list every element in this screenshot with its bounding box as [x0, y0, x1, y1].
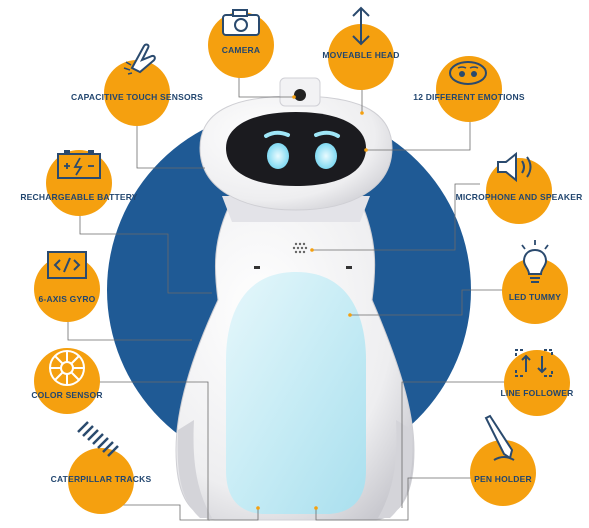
camera-label: CAMERA	[221, 45, 261, 55]
touch-hand-icon	[123, 43, 156, 75]
speaker-grille	[292, 242, 308, 254]
feature-battery: RECHARGEABLE BATTERY	[20, 150, 137, 216]
caterpillar-tracks-label: CATERPILLAR TRACKS	[50, 474, 152, 484]
color-wheel-icon	[49, 350, 85, 386]
moveable-head-label: MOVEABLE HEAD	[322, 50, 400, 60]
left-eye	[267, 143, 289, 169]
feature-caterpillar-tracks: CATERPILLAR TRACKS	[51, 421, 151, 514]
feature-microphone-speaker: MICROPHONE AND SPEAKER	[456, 151, 582, 224]
feature-line-follower: LINE FOLLOWER	[501, 349, 573, 416]
feature-touch-sensors: CAPACITIVE TOUCH SENSORS	[71, 43, 203, 126]
gyro-label: 6-AXIS GYRO	[38, 294, 96, 304]
up-down-arrow-icon	[352, 6, 370, 46]
led-tummy	[226, 272, 366, 514]
feature-led-tummy: LED TUMMY	[502, 240, 568, 324]
touch-sensors-label: CAPACITIVE TOUCH SENSORS	[70, 92, 203, 102]
feature-emotions: 12 DIFFERENT EMOTIONS	[413, 56, 525, 122]
feature-color-sensor: COLOR SENSOR	[31, 348, 102, 414]
feature-camera: CAMERA	[208, 9, 274, 78]
face-screen	[226, 112, 366, 186]
light-bulb-icon	[521, 240, 549, 283]
pen-icon	[484, 414, 515, 461]
line-follower-label: LINE FOLLOWER	[500, 388, 574, 398]
tracks-icon	[77, 421, 119, 457]
speaker-icon	[497, 151, 532, 183]
line-scan-icon	[515, 349, 553, 377]
emoji-face-icon	[449, 61, 487, 85]
chip-code-icon	[47, 251, 87, 279]
microphone-speaker-label: MICROPHONE AND SPEAKER	[455, 192, 583, 202]
led-tummy-label: LED TUMMY	[508, 292, 562, 302]
battery-icon	[57, 150, 101, 179]
right-eye	[315, 143, 337, 169]
battery-label: RECHARGEABLE BATTERY	[20, 192, 138, 202]
pen-holder-label: PEN HOLDER	[474, 474, 532, 484]
feature-gyro: 6-AXIS GYRO	[34, 251, 100, 322]
color-sensor-label: COLOR SENSOR	[31, 390, 103, 400]
feature-moveable-head: MOVEABLE HEAD	[322, 6, 399, 90]
camera-icon	[222, 9, 260, 36]
feature-pen-holder: PEN HOLDER	[470, 414, 536, 506]
emotions-label: 12 DIFFERENT EMOTIONS	[413, 92, 525, 102]
